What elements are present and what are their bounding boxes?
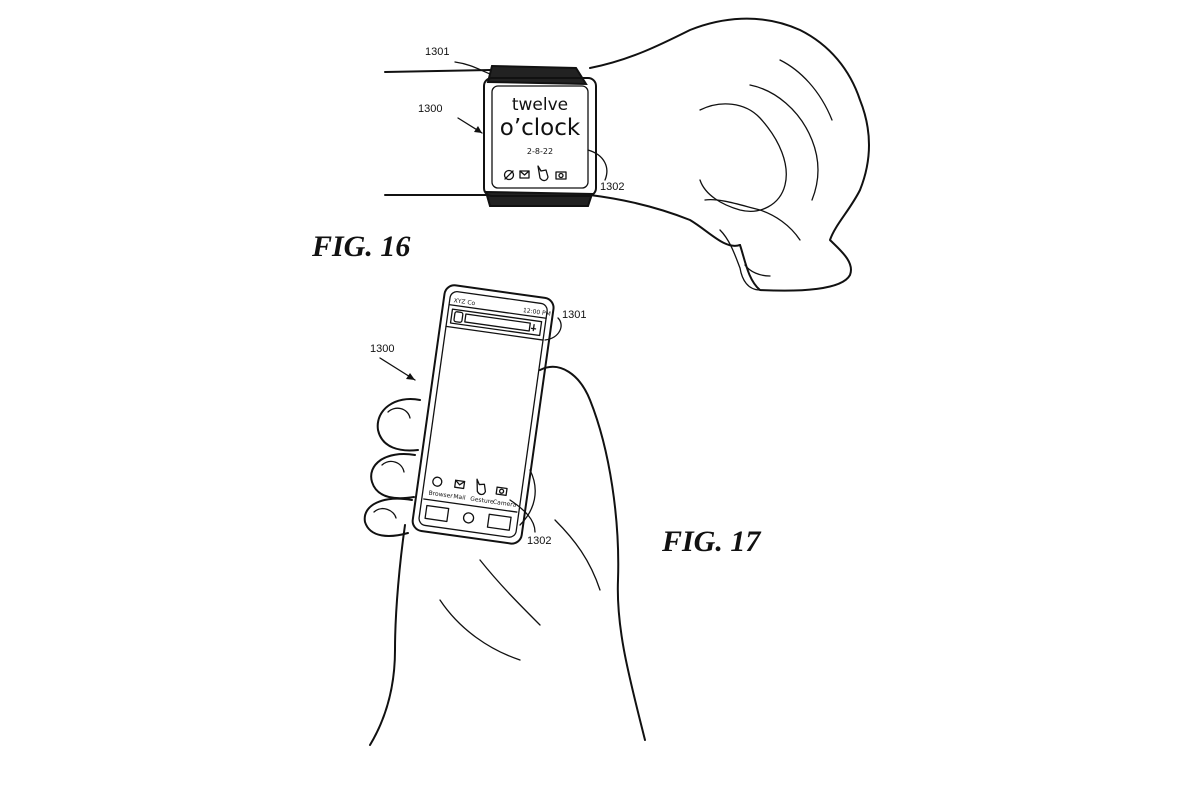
app-label-mail: Mail xyxy=(453,493,466,502)
camera-icon xyxy=(556,172,566,179)
browser-app-icon xyxy=(432,477,442,487)
mail-icon xyxy=(520,171,529,178)
mail-app-icon xyxy=(455,480,465,488)
fig16-label: FIG. 16 xyxy=(311,230,410,263)
ref-1300-a: 1300 xyxy=(418,103,442,115)
watch-line2: o’clock xyxy=(500,115,581,141)
home-icon xyxy=(463,512,474,523)
watch-device: twelve o’clock 2-8-22 xyxy=(484,66,596,206)
gesture-app-icon xyxy=(475,479,487,495)
app-label-camera: Camera xyxy=(493,499,518,509)
browser-icon xyxy=(505,171,514,180)
ref-1301-a: 1301 xyxy=(425,46,449,58)
watch-date: 2-8-22 xyxy=(527,147,553,156)
watch-line1: twelve xyxy=(512,95,568,115)
ref-1300-b: 1300 xyxy=(370,343,394,355)
gesture-hand-icon xyxy=(538,166,548,181)
ref-1302-a: 1302 xyxy=(600,181,624,193)
bell-icon xyxy=(487,514,511,530)
camera-app-icon xyxy=(496,487,507,495)
app-label-browser: Browser xyxy=(428,490,454,500)
fig17-hand xyxy=(365,367,645,745)
moon-icon xyxy=(425,505,449,521)
ref-1302-b: 1302 xyxy=(527,535,551,547)
fig16-arm xyxy=(385,19,869,291)
ref-1301-b: 1301 xyxy=(562,309,586,321)
fig17-leaders: 1301 1300 1302 xyxy=(370,309,586,547)
fig17-label: FIG. 17 xyxy=(661,525,761,558)
phone-device: XYZ Co 12:00 PM Browser Mail Gesture Cam… xyxy=(411,284,554,545)
app-label-gesture: Gesture xyxy=(470,495,495,505)
